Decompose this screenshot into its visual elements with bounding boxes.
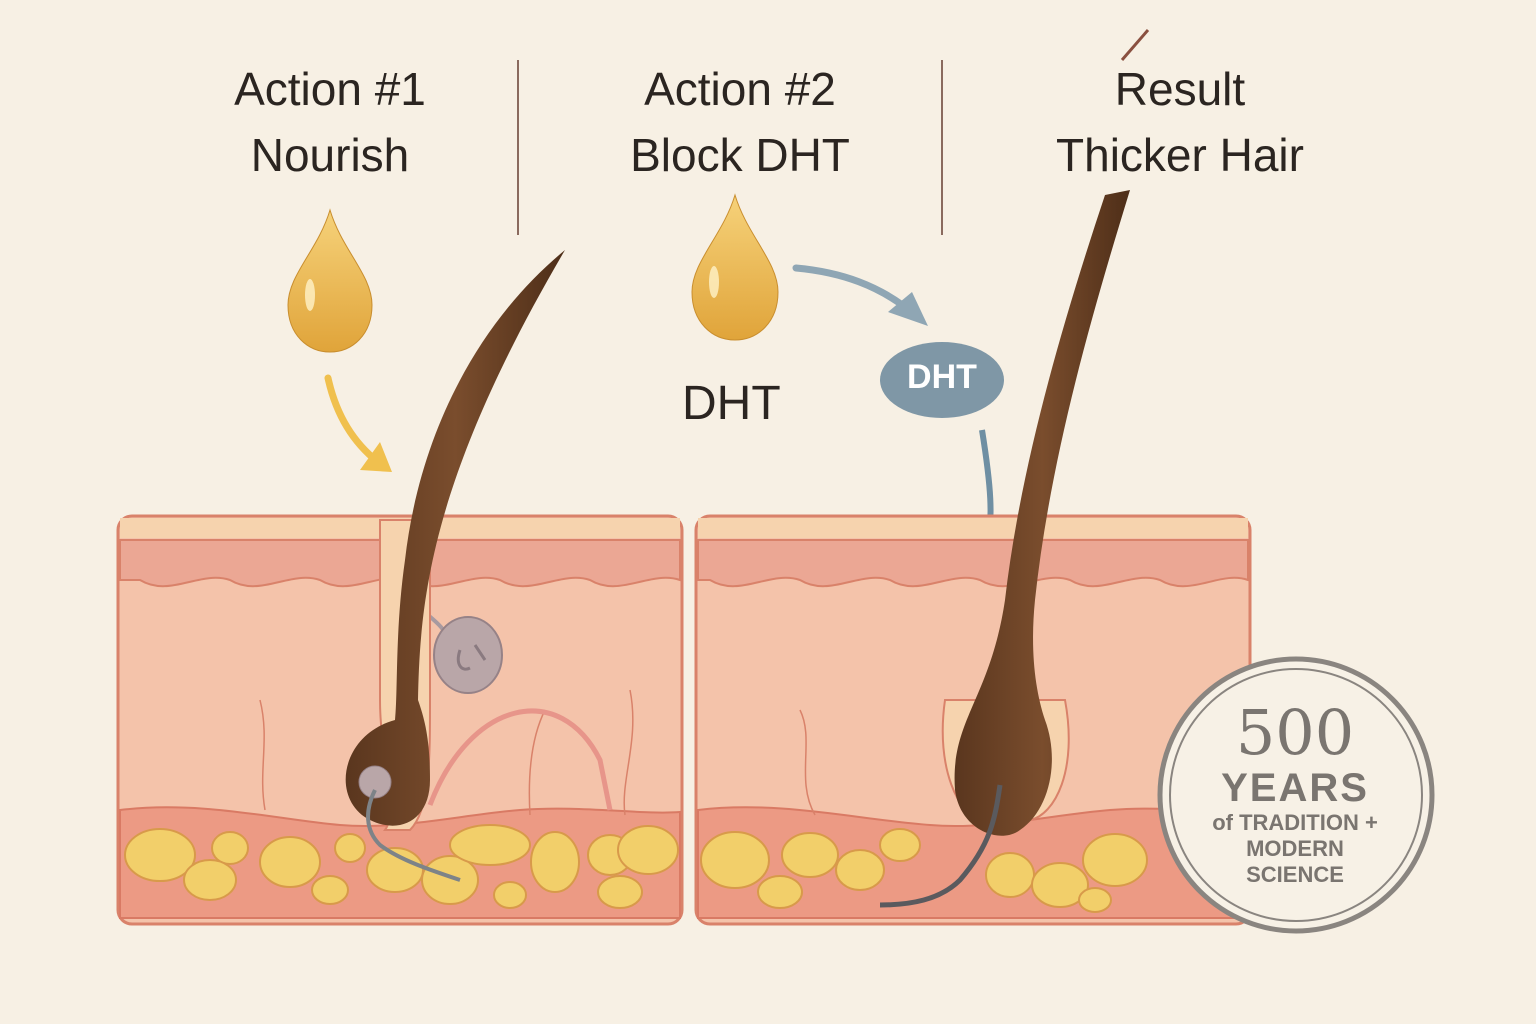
oil-drop-icon: [287, 208, 373, 353]
badge-line3: SCIENCE: [1246, 862, 1344, 887]
arrow-icon: [324, 374, 392, 472]
badge-unit: YEARS: [1221, 766, 1369, 810]
step-title: Result: [1114, 63, 1246, 115]
badge-text: 500 YEARS of TRADITION + MODERN SCIENCE: [1160, 700, 1430, 888]
skin-panel-left: [116, 514, 684, 926]
badge-number: 500: [1235, 696, 1355, 769]
step-heading-nourish: Action #1 Nourish: [180, 56, 480, 188]
dht-bubble: [880, 342, 1004, 418]
heritage-badge: [1157, 656, 1435, 934]
step-heading-result: Result Thicker Hair: [1000, 56, 1360, 188]
hair-follicle: [345, 250, 565, 882]
step-subtitle: Thicker Hair: [1056, 129, 1304, 181]
arrow-icon: [792, 264, 928, 326]
step-subtitle: Block DHT: [630, 129, 850, 181]
thick-hair: [879, 29, 1150, 908]
badge-line1: of TRADITION +: [1212, 810, 1378, 835]
step-subtitle: Nourish: [250, 129, 410, 181]
step-title: Action #1: [234, 63, 426, 115]
step-title: Action #2: [644, 63, 836, 115]
dht-bubble-label: DHT: [907, 358, 977, 396]
dht-label: DHT: [682, 377, 781, 430]
oil-drop-icon: [691, 193, 779, 341]
step-heading-block-dht: Action #2 Block DHT: [590, 56, 890, 188]
badge-line2: MODERN: [1246, 836, 1344, 861]
hair-tip: [1120, 29, 1150, 61]
